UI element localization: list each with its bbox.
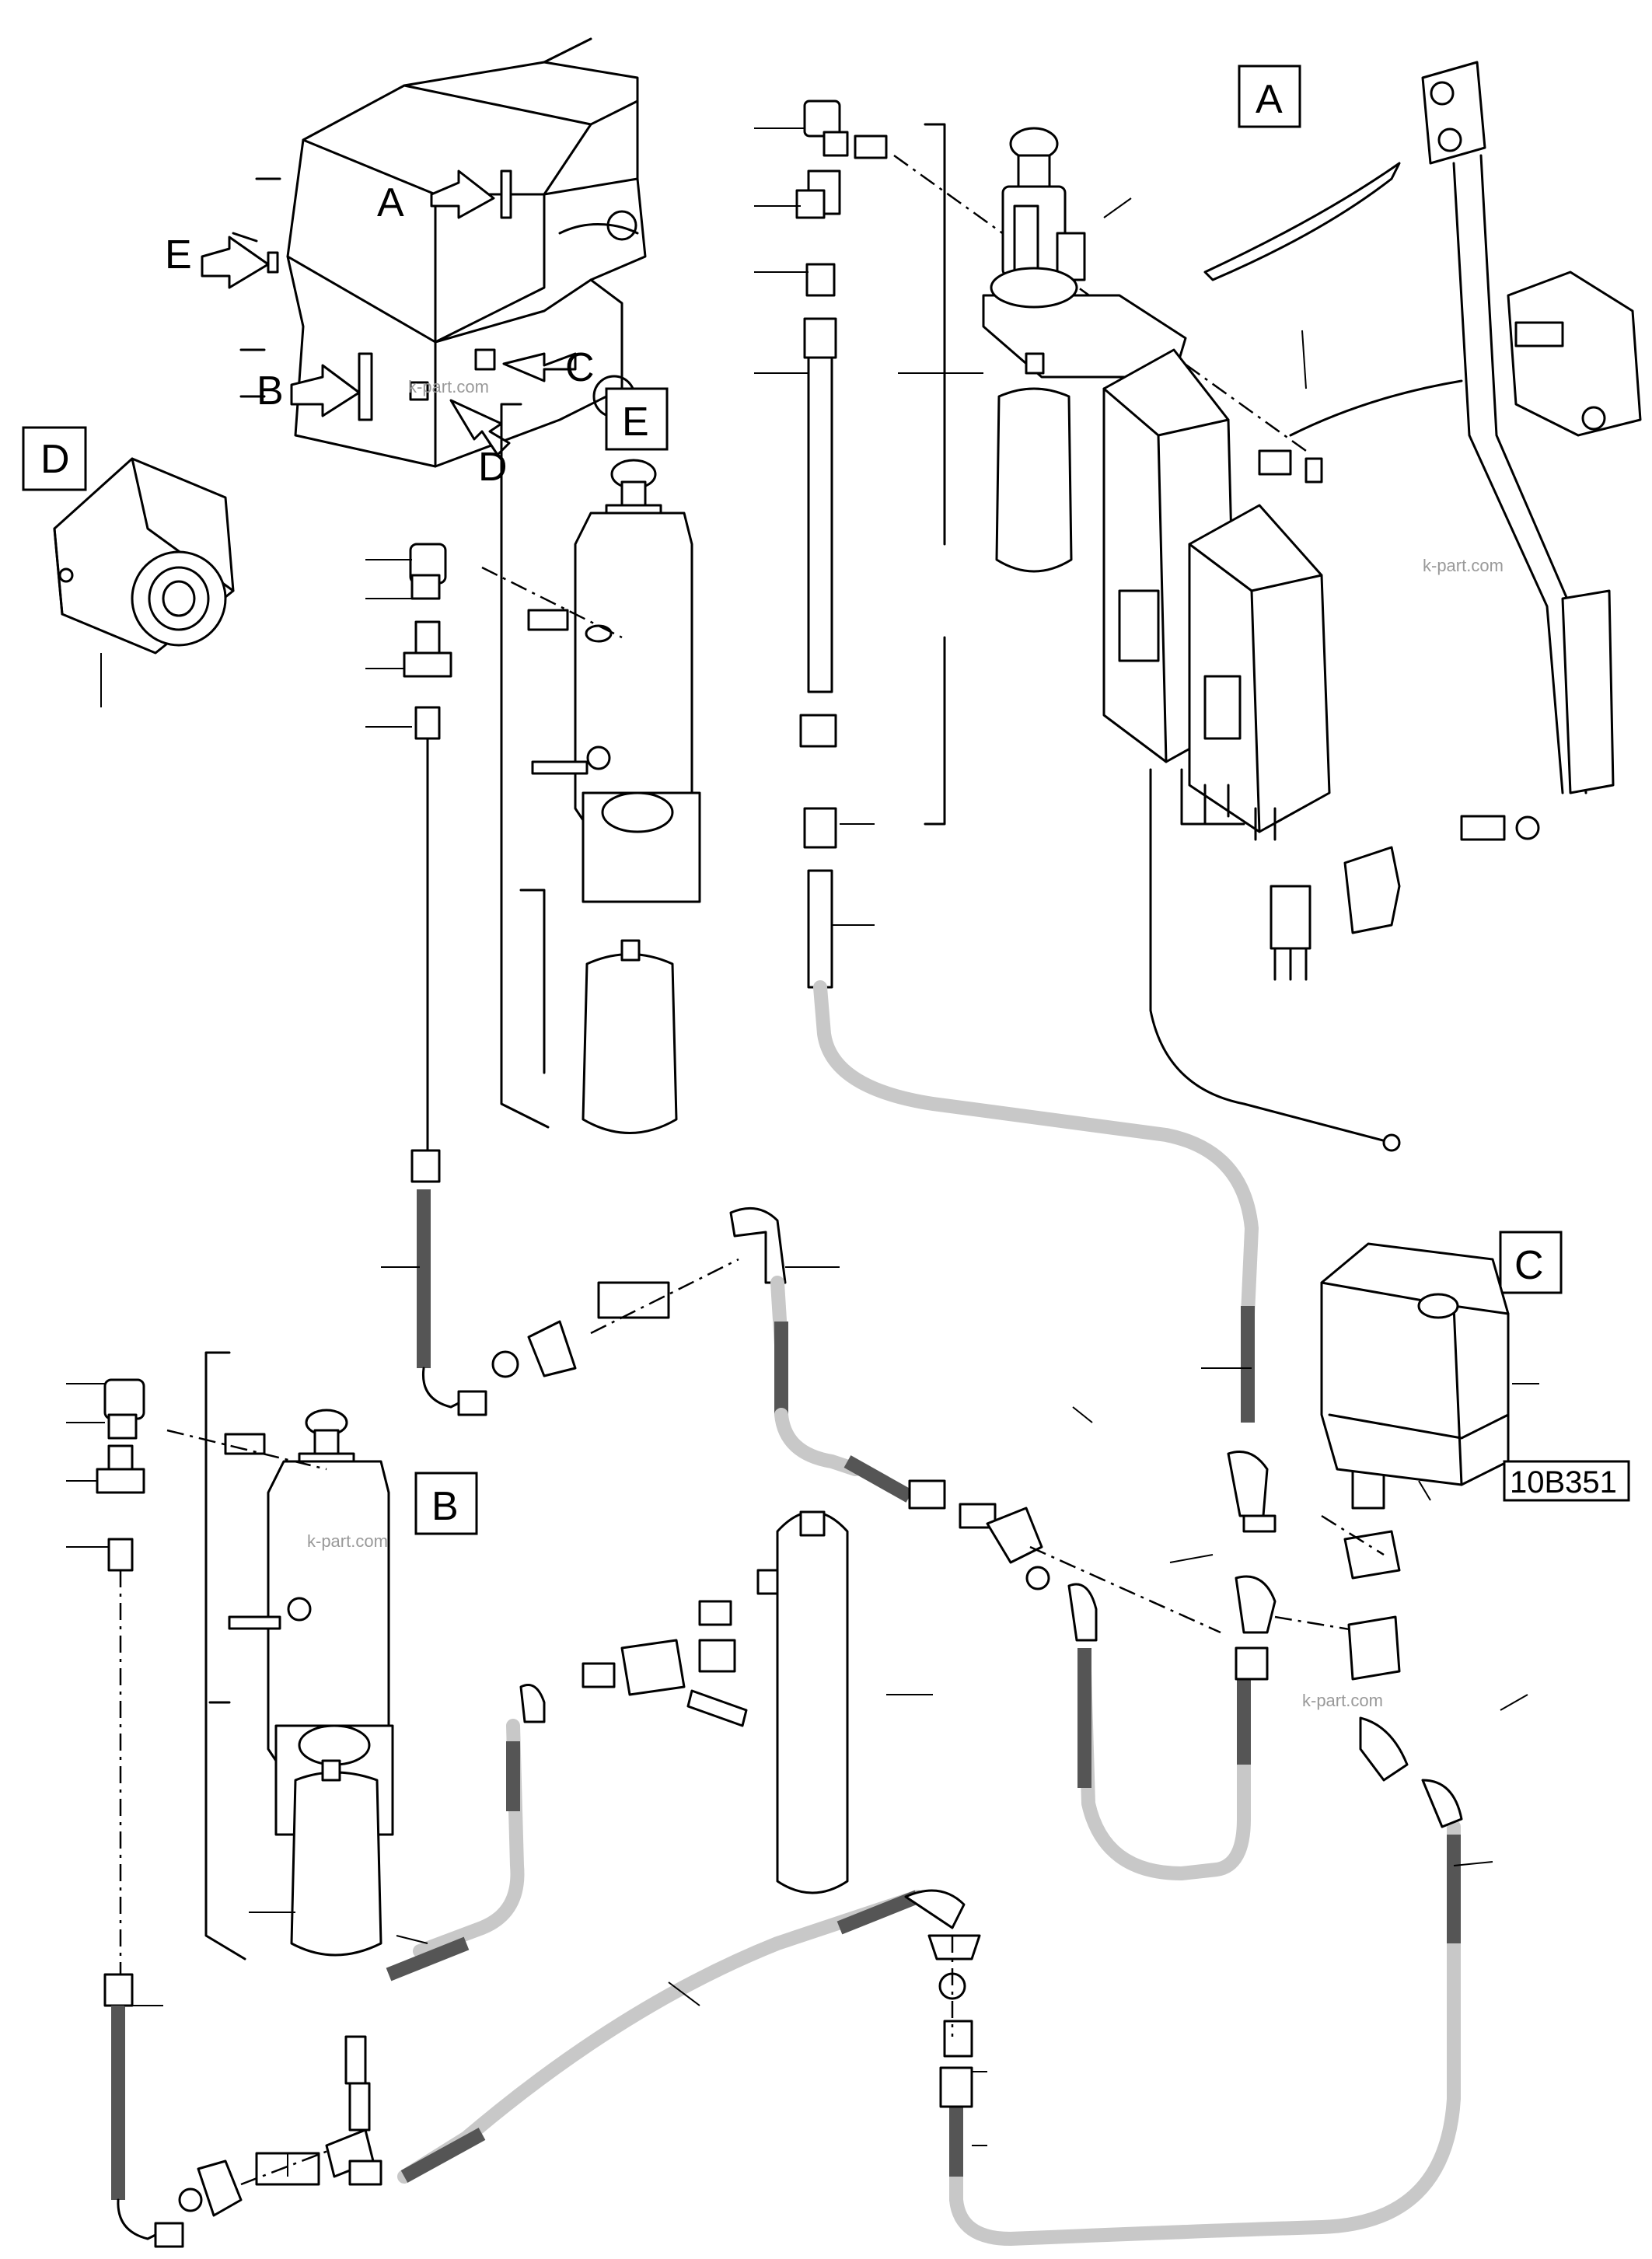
callout-c: C	[1514, 1243, 1544, 1288]
fittings-center	[491, 1206, 787, 1378]
callout-d: D	[40, 437, 70, 482]
callout-b: B	[431, 1484, 459, 1529]
actuator-a	[898, 127, 1187, 573]
hose-network	[386, 980, 1461, 2246]
fittings-c	[1227, 1451, 1463, 1828]
watermark-1: k-part.com	[1423, 556, 1504, 575]
pipe-b-run	[96, 1378, 981, 2248]
detail-e-manual-actuator	[481, 387, 701, 1134]
drawing-code: 10B351	[1510, 1465, 1617, 1500]
control-units	[1102, 330, 1401, 1152]
callout-e: E	[622, 400, 649, 445]
detail-b-manual-actuator	[166, 1351, 478, 1960]
leader-lines	[66, 127, 1528, 2177]
arrow-label-e: E	[165, 232, 192, 278]
fittings-lower	[519, 1479, 1369, 1894]
arrow-label-c: C	[565, 345, 595, 390]
bracket-a	[1203, 61, 1642, 841]
detail-a-manual-actuator	[795, 100, 1307, 989]
arrow-label-b: B	[257, 368, 284, 414]
arrow-label-a: A	[377, 180, 404, 225]
pipe-e-run	[403, 543, 487, 1416]
detail-c-pressure-switch	[1320, 1231, 1563, 1486]
arrow-label-d: D	[478, 445, 508, 490]
watermark-3: k-part.com	[1302, 1691, 1383, 1710]
callout-box-a	[1238, 65, 1301, 128]
watermark-2: k-part.com	[307, 1531, 388, 1551]
drawing-code-box	[1503, 1460, 1630, 1502]
detail-d-nozzle	[22, 426, 235, 707]
callout-a: A	[1256, 77, 1283, 122]
watermark-4: k-part.com	[408, 377, 489, 396]
